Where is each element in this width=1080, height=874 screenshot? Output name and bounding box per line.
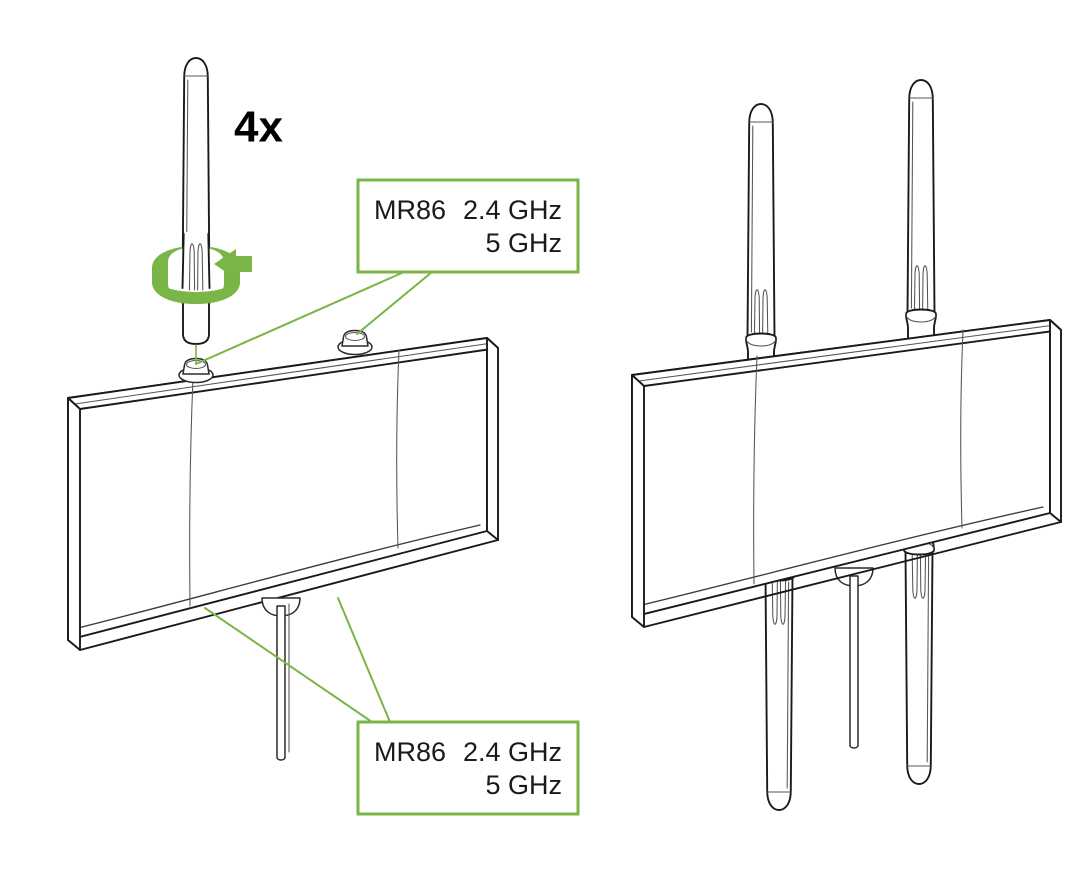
antenna-top-right-installed — [905, 79, 937, 367]
quantity-label: 4x — [234, 103, 283, 152]
callout-top-border — [356, 178, 580, 274]
antenna-top-left-installed — [745, 103, 777, 391]
callout-top-band-primary: 2.4 GHz — [463, 195, 562, 225]
callout-bottom-band-secondary: 5 GHz — [485, 770, 562, 800]
callout-leaders-top — [195, 271, 433, 365]
callout-top-model: MR86 — [374, 195, 446, 225]
callout-bottom-band-primary: 2.4 GHz — [463, 737, 562, 767]
access-point-left — [67, 337, 499, 651]
callout-top-band-secondary: 5 GHz — [485, 228, 562, 258]
callout-leaders-bottom — [204, 597, 391, 723]
antenna-port-bottom-middle — [834, 567, 874, 749]
callout-bottom: MR86 2.4 GHz 5 GHz — [356, 720, 580, 816]
step-right-group — [631, 79, 1062, 811]
step-left-group: 4x — [67, 57, 580, 816]
callout-bottom-border — [356, 720, 580, 816]
antenna-port-bottom-left — [261, 597, 301, 761]
callout-top: MR86 2.4 GHz 5 GHz — [356, 178, 580, 274]
callout-bottom-model: MR86 — [374, 737, 446, 767]
access-point-right — [631, 319, 1062, 628]
rotate-arrow-icon — [152, 232, 252, 304]
antenna-port-top-right — [337, 329, 373, 356]
